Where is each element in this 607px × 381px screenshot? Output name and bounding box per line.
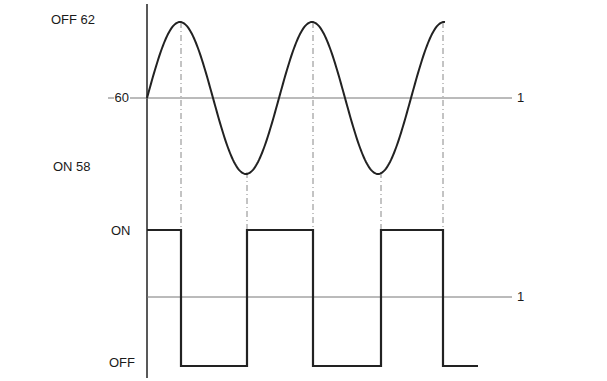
setpoint-line	[108, 98, 512, 99]
max-temperature-label: OFF 62	[50, 13, 96, 26]
setpoint-label: 60	[114, 91, 130, 104]
state-label: OFF	[108, 356, 136, 369]
threshold-line	[147, 297, 512, 298]
vertical-axis	[146, 4, 148, 378]
min-temperature-label: ON 58	[52, 160, 92, 173]
line-number: 1	[516, 91, 525, 104]
line-number: 1	[516, 290, 525, 303]
state-label: ON	[110, 224, 132, 237]
switch-square-wave	[147, 230, 478, 366]
temperature-wave	[147, 22, 445, 174]
